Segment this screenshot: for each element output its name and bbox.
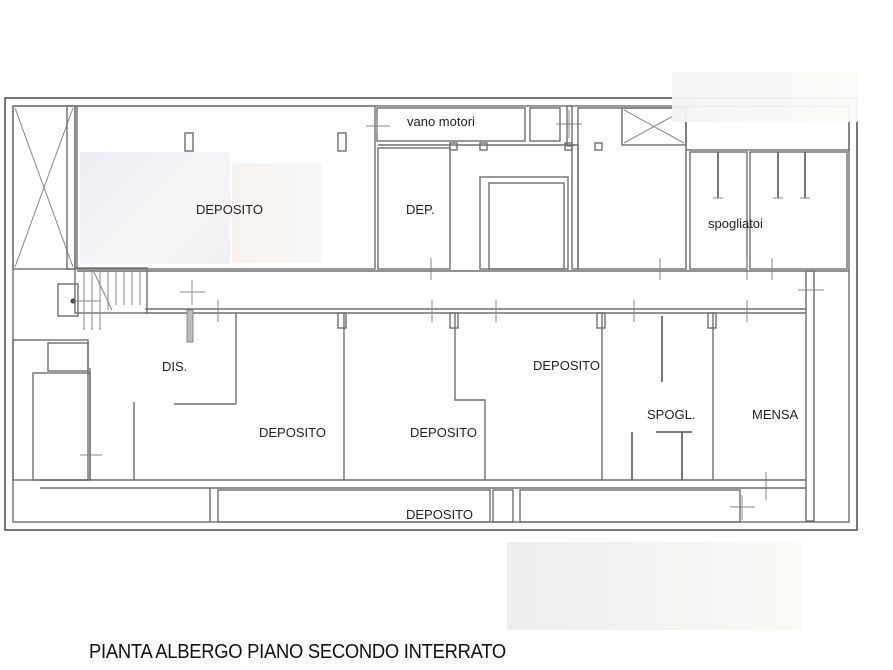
room-spogl — [631, 312, 717, 480]
room-corridor-top-right — [577, 107, 687, 280]
label-dep: DEP. — [406, 202, 435, 217]
label-spogliatoi: spogliatoi — [708, 216, 763, 231]
label-deposito-mid-3: DEPOSITO — [533, 358, 600, 373]
inner-shaft — [479, 142, 603, 270]
elevator-shaft-left — [12, 105, 76, 270]
room-deposito-bottom — [40, 479, 806, 523]
left-service-rooms — [12, 339, 102, 481]
label-dis: DIS. — [162, 359, 188, 374]
staircase — [57, 267, 148, 330]
room-deposito-mid-3 — [596, 312, 606, 480]
label-spogl: SPOGL. — [647, 407, 696, 422]
room-vano-motori — [366, 105, 582, 147]
corridor — [77, 270, 849, 522]
watermark-blur-2 — [232, 163, 322, 263]
room-dis — [133, 313, 237, 480]
room-deposito-top-left — [76, 105, 376, 270]
plan-title: PIANTA ALBERGO PIANO SECONDO INTERRATO — [89, 641, 506, 663]
watermark-blur-3 — [672, 72, 858, 122]
label-mensa: MENSA — [752, 407, 799, 422]
room-spogliatoi — [685, 105, 850, 280]
watermark-blur-4 — [507, 542, 802, 630]
room-deposito-mid-1 — [337, 312, 347, 480]
room-deposito-mid-2 — [449, 312, 486, 480]
label-deposito-top-left: DEPOSITO — [196, 202, 263, 217]
watermark-blur-1 — [80, 152, 230, 264]
room-mensa — [730, 472, 767, 520]
label-deposito-mid-2: DEPOSITO — [410, 425, 477, 440]
label-deposito-bottom: DEPOSITO — [406, 507, 473, 522]
label-vano-motori: vano motori — [407, 114, 475, 129]
room-dep — [377, 142, 575, 280]
label-deposito-mid-1: DEPOSITO — [259, 425, 326, 440]
